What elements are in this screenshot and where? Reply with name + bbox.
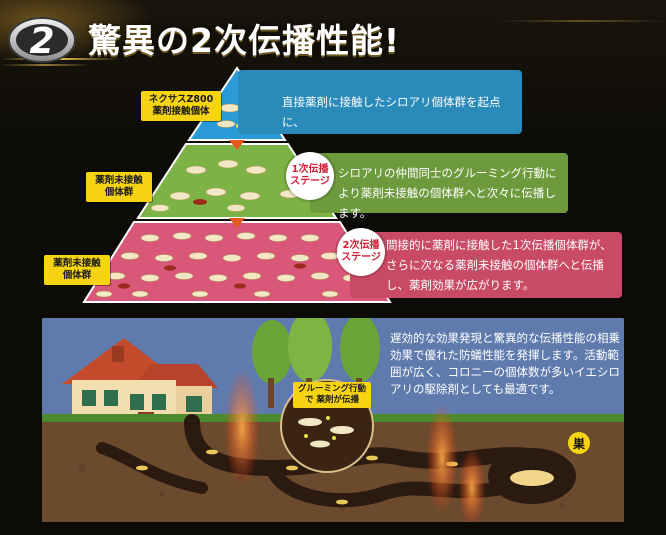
- tunnel: [265, 461, 509, 508]
- treated-termite: [193, 199, 207, 205]
- page-title: 驚異の2次伝播性能!: [88, 21, 401, 60]
- tier-tag-top: ネクサスZ800 薬剤接触個体: [141, 91, 221, 121]
- stage-badge-second: 2次伝播 ステージ: [337, 228, 385, 276]
- queen-termite: [510, 470, 554, 486]
- treated-termite: [118, 263, 306, 289]
- underground-scene: [42, 318, 624, 522]
- scene-illustration: [42, 318, 624, 522]
- stage-badge-first: 1次伝播 ステージ: [286, 152, 334, 200]
- heat-glow: [458, 448, 486, 522]
- arrow-down-icon: [229, 140, 245, 150]
- light-streak: [500, 20, 666, 22]
- bubble-label: グルーミング行動で 薬剤が伝播: [293, 382, 371, 408]
- scene-description: 遅効的な効果発現と驚異的な伝播性能の相乗効果で優れた防蟻性能を発揮します。活動範…: [390, 331, 620, 396]
- termite-cluster: [150, 159, 301, 212]
- tree-icon: [340, 318, 380, 382]
- callout-middle: シロアリの仲間同士のグルーミング行動により薬剤未接触の個体群へと次々に伝播します…: [310, 153, 568, 220]
- number-badge-icon: 2: [8, 17, 76, 63]
- light-streak: [0, 64, 90, 66]
- callout-bottom: 間接的に薬剤に接触した1次伝播個体群が、さらに次なる薬剤未接触の個体群へと伝播し…: [350, 232, 622, 298]
- tree-icon: [288, 318, 332, 382]
- pyramid-tier-middle: [136, 143, 338, 219]
- tier-tag-middle: 薬剤未接触 個体群: [86, 172, 152, 202]
- heat-glow: [426, 402, 458, 514]
- nest-label: 巣: [568, 432, 590, 454]
- callout-top: 直接薬剤に接触したシロアリ個体群を起点に、: [238, 70, 522, 134]
- heat-glow: [224, 368, 260, 488]
- badge-number: 2: [29, 21, 54, 62]
- arrow-down-icon: [229, 218, 245, 228]
- tree-icon: [252, 320, 292, 384]
- tier-tag-bottom: 薬剤未接触 個体群: [44, 255, 110, 285]
